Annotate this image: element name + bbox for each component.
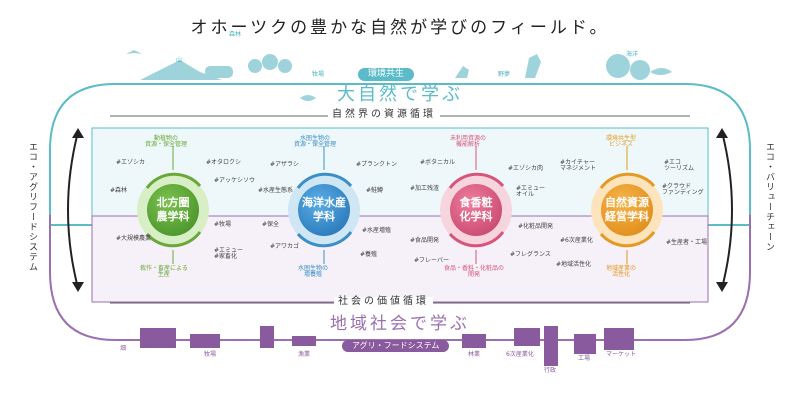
tag-marine: #アザラシ [270, 161, 299, 168]
label-ranch: 牧場 [204, 351, 217, 358]
node-food-cosmetics: 食香粧 化学科 [450, 184, 502, 236]
tag-agri: #アッケシソウ [214, 177, 256, 184]
tag-agri: #大規模農業 [116, 235, 152, 242]
node-marine-fisheries: 海洋水産 学科 [298, 184, 350, 236]
label-forest: 森林 [229, 31, 242, 38]
label-farm-top: 牧場 [312, 71, 325, 78]
label-sea: 海洋 [626, 51, 639, 58]
label-factory: 工場 [578, 355, 591, 362]
label-market: マーケット [606, 351, 637, 358]
tag-agri: #森林 [110, 187, 128, 194]
tag-agri: #牧場 [214, 221, 232, 228]
label-forestry: 林業 [468, 351, 481, 358]
tag-agri: #エゾシカ [116, 159, 146, 166]
label-field: 野夢 [498, 71, 511, 78]
band-bottom-title: 地域社会で学ぶ [330, 314, 470, 334]
theme-top-marine: 水圏生物の 資源・保全管理 [294, 135, 337, 148]
tag-biz: #地域活性化 [556, 261, 592, 268]
tag-biz: #6次産業化 [560, 237, 593, 244]
nature-silhouettes [126, 50, 672, 101]
tag-biz: #カイチャー マネジメント [560, 159, 597, 172]
label-fishery: 漁業 [298, 351, 311, 358]
theme-bottom-marine: 水圏生物の 増養殖 [298, 265, 329, 278]
tag-marine: #養殖 [360, 251, 378, 258]
theme-bottom-agri: 栽作・畜産による 生産 [140, 265, 188, 278]
tag-food: #フレグランス [510, 251, 551, 258]
left-side-label: エコ・アグリフードシステム [27, 142, 37, 272]
tag-marine: #保全 [262, 221, 280, 228]
tag-biz: #生産者・工場 [666, 239, 708, 246]
cycle-bottom-title: 社会の価値循環 [334, 297, 433, 307]
tag-food: #食品開発 [410, 237, 440, 244]
theme-top-agri: 動植物の 資源・保全管理 [145, 135, 188, 148]
tag-marine: #水産生態系 [258, 187, 294, 194]
band-top-title: 大自然で学ぶ [337, 84, 463, 105]
tag-agri: #エミュー #家畜化 [214, 247, 244, 260]
badge-top: 環境共生 [358, 68, 415, 81]
tag-biz: #クラウド ファンディング [662, 183, 704, 196]
theme-bottom-food: 食品・香料・化粧品の 開発 [444, 265, 505, 278]
theme-top-food: 未利用資源の 機能解析 [450, 135, 487, 148]
headline: オホーツクの豊かな自然が学びのフィールド。 [190, 18, 610, 38]
cycle-top-title: 自然界の資源循環 [328, 110, 440, 120]
tag-food: #エゾシカ肉 [508, 165, 544, 172]
theme-bottom-biz: 地域産業の 活性化 [606, 265, 637, 278]
theme-top-biz: 環境共生型 ビジネス [606, 135, 637, 148]
right-side-label: エコ・バリューチェーン [764, 142, 774, 252]
label-sixth-industry: 6次産業化 [506, 351, 534, 358]
tag-food: #フレーバー [414, 257, 449, 264]
tag-marine: #鮭鱒 [366, 187, 384, 194]
tag-marine: #水産増殖 [362, 227, 392, 234]
tag-marine: #プランクトン [356, 161, 398, 168]
tag-food: #エミュー オイル [516, 185, 546, 198]
label-farm-bottom: 畑 [120, 345, 127, 352]
tag-food: #化粧品開発 [518, 223, 554, 230]
node-northern-agri: 北方圏 農学科 [147, 184, 199, 236]
badge-bottom: アグリ・フードシステム [342, 340, 450, 352]
label-hill: 山 [176, 57, 183, 64]
tag-food: #加工残渣 [410, 185, 440, 192]
tag-food: #ボタニカル [420, 159, 456, 166]
node-natural-resource-mgmt: 自然資源 経営学科 [601, 184, 653, 236]
tag-agri: #オタロクシ [206, 159, 242, 166]
label-admin: 行政 [544, 367, 557, 374]
society-silhouettes [140, 326, 634, 366]
tag-marine: #アワカゴ [270, 243, 300, 250]
tag-biz: #エコ ツーリズム [664, 159, 695, 172]
